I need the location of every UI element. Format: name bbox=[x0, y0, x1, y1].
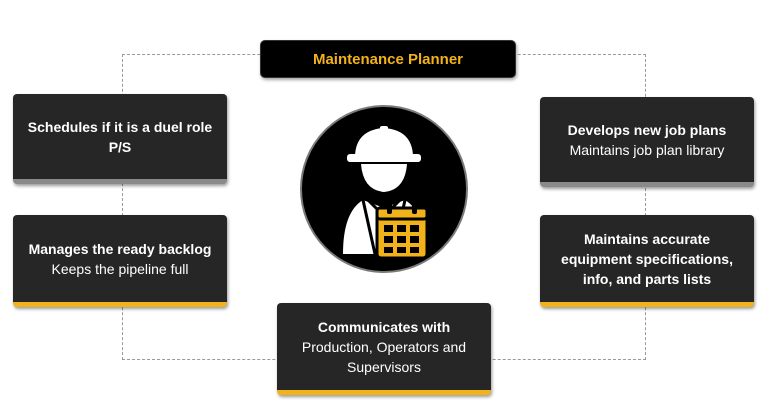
card-manages: Manages the ready backlog Keeps the pipe… bbox=[13, 215, 227, 307]
page-title: Maintenance Planner bbox=[312, 50, 464, 68]
card-maintains: Maintains accurate equipment specificati… bbox=[540, 215, 754, 307]
card-develops-normal: Maintains job plan library bbox=[569, 141, 725, 158]
card-schedules-bold: Schedules if it is a duel role P/S bbox=[27, 118, 213, 155]
card-manages-bold: Manages the ready backlog bbox=[28, 240, 212, 257]
card-communicates-bold: Communicates with bbox=[317, 318, 451, 335]
card-manages-normal: Keeps the pipeline full bbox=[51, 260, 189, 277]
worker-with-calendar-icon bbox=[300, 105, 468, 273]
card-maintains-bold: Maintains accurate equipment specificati… bbox=[561, 230, 733, 287]
card-develops: Develops new job plans Maintains job pla… bbox=[540, 97, 754, 187]
card-schedules: Schedules if it is a duel role P/S bbox=[13, 94, 227, 184]
card-communicates-normal: Production, Operators and Supervisors bbox=[301, 338, 467, 375]
card-communicates: Communicates with Production, Operators … bbox=[277, 303, 491, 395]
title-box: Maintenance Planner bbox=[260, 40, 516, 78]
card-develops-bold: Develops new job plans bbox=[567, 121, 727, 138]
